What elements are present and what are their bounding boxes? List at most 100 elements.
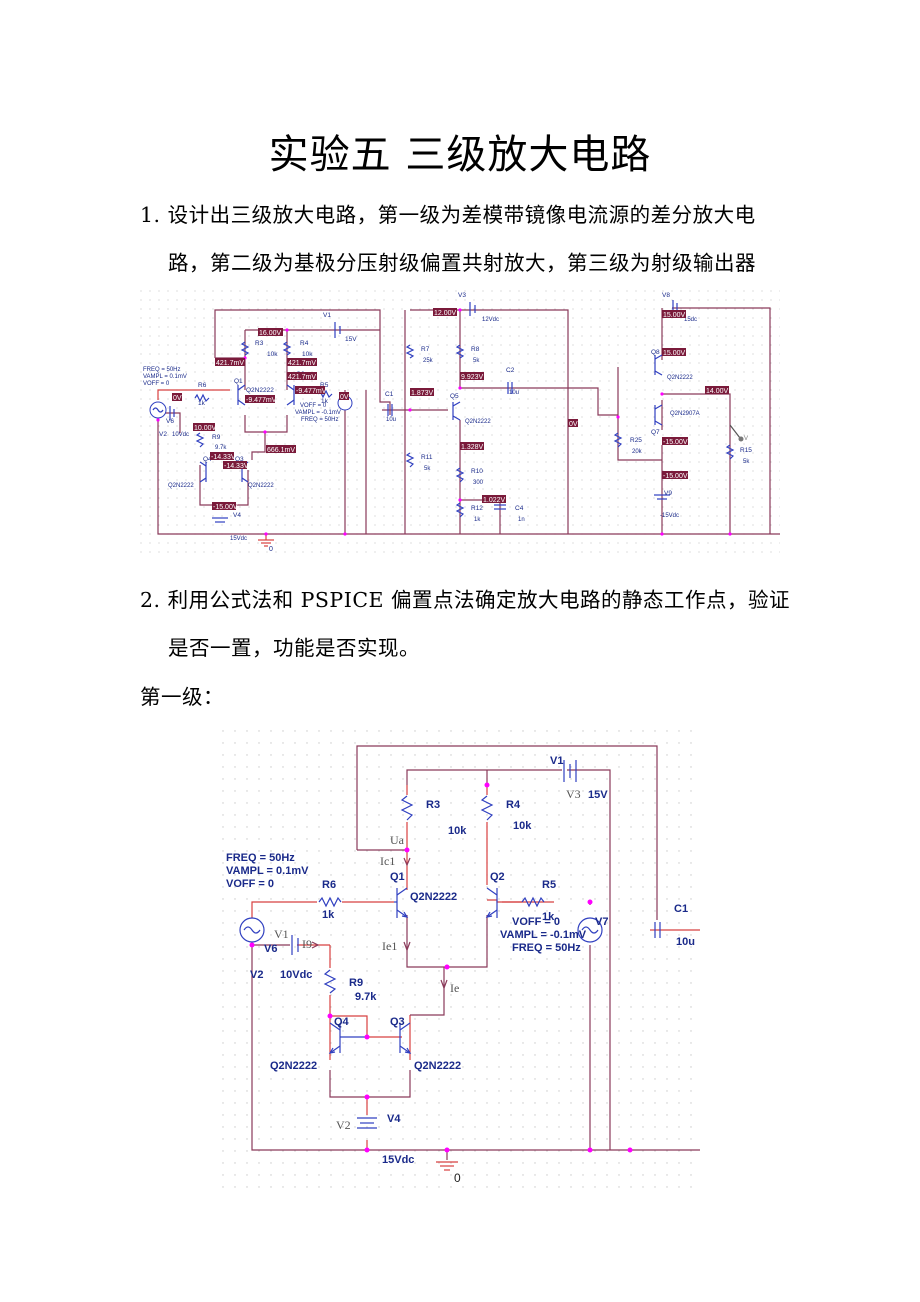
battery-v1 bbox=[563, 760, 577, 782]
label-c1: C1 bbox=[385, 391, 394, 398]
voltage-label: 421.7mV bbox=[215, 358, 245, 367]
capacitor-c1 bbox=[654, 922, 661, 938]
label-v3: V3 bbox=[566, 787, 581, 801]
voltage-label: -15.00V bbox=[662, 437, 688, 446]
svg-text:15.00V: 15.00V bbox=[663, 312, 686, 319]
resistor-r6 bbox=[318, 896, 342, 908]
voltage-label: 14.00V bbox=[705, 386, 729, 395]
src2-voff: VOFF = 0 bbox=[300, 403, 327, 409]
svg-text:1.022V: 1.022V bbox=[483, 497, 506, 504]
transistor-q7 bbox=[654, 404, 663, 426]
svg-text:-15.00V: -15.00V bbox=[663, 439, 688, 446]
src2-freq: FREQ = 50Hz bbox=[512, 942, 581, 954]
label-r9-val: 9.7k bbox=[215, 445, 227, 451]
label-r7-val: 25k bbox=[423, 358, 434, 364]
voltage-label: 10.00V bbox=[193, 423, 217, 432]
svg-text:421.7mV: 421.7mV bbox=[288, 360, 316, 367]
label-r4-val: 10k bbox=[302, 351, 313, 358]
label-r3-val: 10k bbox=[448, 825, 467, 837]
label-r15-val: 5k bbox=[743, 459, 750, 465]
label-c2-val: 10u bbox=[509, 390, 519, 396]
item2-line2: 是否一置，功能是否实现。 bbox=[168, 636, 420, 660]
svg-text:12.00V: 12.00V bbox=[434, 310, 457, 317]
schematic-full-circuit: V1 15V R3 10k R4 10k Q1 Q2N2222 Q2 R6 1k… bbox=[140, 290, 780, 555]
voltage-label: -15.00V bbox=[662, 471, 688, 480]
label-r10: R10 bbox=[471, 468, 483, 475]
resistor-r3 bbox=[240, 341, 250, 356]
label-ic1: Ic1 bbox=[380, 854, 395, 868]
label-v3-val: 12Vdc bbox=[482, 317, 499, 323]
label-r15: R15 bbox=[740, 447, 752, 454]
label-q1-model: Q2N2222 bbox=[410, 891, 457, 903]
section-label-stage1: 第一级： bbox=[140, 685, 224, 709]
ac-source-v2 bbox=[239, 917, 265, 943]
label-ua: Ua bbox=[390, 833, 405, 847]
src2-vampl: VAMPL = -0.1mV bbox=[500, 929, 587, 941]
battery-v3 bbox=[469, 302, 476, 316]
label-r7: R7 bbox=[421, 346, 430, 353]
schematic-stage1: V1 V3 15V R3 10k R4 10k Ua Ic1 Q1 Q2N222… bbox=[222, 730, 700, 1190]
label-v1: V1 bbox=[550, 755, 563, 767]
ground-symbol bbox=[436, 1161, 458, 1171]
capacitor-c1 bbox=[387, 404, 393, 416]
label-q7: Q7 bbox=[651, 429, 660, 436]
label-ie1: Ie1 bbox=[382, 939, 397, 953]
label-r10-val: 300 bbox=[473, 480, 484, 486]
src2-voff: VOFF = 0 bbox=[512, 916, 560, 928]
label-r9: R9 bbox=[349, 977, 363, 989]
battery-v9 bbox=[654, 494, 670, 500]
label-v2: V2 bbox=[159, 431, 167, 438]
resistor-r12 bbox=[455, 502, 465, 518]
resistor-r10 bbox=[455, 467, 465, 483]
label-r4-val: 10k bbox=[513, 820, 532, 832]
page-title: 实验五 三级放大电路 bbox=[268, 132, 652, 178]
resistor-r25 bbox=[613, 432, 623, 448]
src1-voff: VOFF = 0 bbox=[143, 381, 170, 387]
voltage-label: 421.7mV bbox=[287, 358, 317, 367]
svg-text:0V: 0V bbox=[173, 395, 182, 402]
label-r6-val: 1k bbox=[198, 400, 206, 407]
transistor-q1 bbox=[394, 887, 409, 918]
label-c1-val: 10u bbox=[676, 936, 695, 948]
arrow-ie1-icon bbox=[403, 941, 411, 952]
label-c1: C1 bbox=[674, 903, 688, 915]
arrow-ie-icon bbox=[440, 979, 448, 990]
label-q3-model: Q2N2222 bbox=[248, 483, 274, 489]
svg-text:-14.33V: -14.33V bbox=[211, 454, 236, 461]
battery-v4 bbox=[357, 1117, 377, 1129]
label-q2: Q2 bbox=[490, 871, 505, 883]
src1-vampl: VAMPL = 0.1mV bbox=[143, 374, 187, 380]
label-q4: Q4 bbox=[334, 1016, 350, 1028]
svg-text:-9.477mV: -9.477mV bbox=[246, 397, 277, 404]
voltage-label: 0V bbox=[339, 392, 349, 401]
voltage-probe-icon bbox=[729, 424, 744, 442]
svg-text:421.7mV: 421.7mV bbox=[288, 374, 316, 381]
label-q3: Q3 bbox=[235, 456, 244, 463]
label-ie: Ie bbox=[450, 981, 459, 995]
label-r3-val: 10k bbox=[267, 351, 278, 358]
label-v6: V6 bbox=[166, 418, 174, 425]
voltage-label: 15.00V bbox=[662, 348, 686, 357]
label-v3-val: 15V bbox=[588, 789, 608, 801]
item1-line1: 1. 设计出三级放大电路，第一级为差模带镜像电流源的差分放大电 bbox=[140, 203, 756, 227]
label-v6-val: 10Vdc bbox=[172, 432, 189, 438]
resistor-r9 bbox=[323, 969, 337, 994]
label-r8: R8 bbox=[471, 346, 480, 353]
voltage-label: -9.477mV bbox=[295, 386, 327, 395]
transistor-q3 bbox=[399, 1022, 412, 1054]
label-r6: R6 bbox=[198, 382, 207, 389]
label-r6-val: 1k bbox=[322, 909, 335, 921]
arrow-ic1-icon bbox=[403, 857, 411, 867]
transistor-q4 bbox=[328, 1022, 367, 1054]
label-v3: V3 bbox=[458, 292, 466, 299]
label-r11-val: 5k bbox=[424, 466, 431, 472]
resistor-r8 bbox=[455, 344, 465, 359]
src2-vampl: VAMPL = -0.1mV bbox=[295, 410, 341, 416]
voltage-label: 1.022V bbox=[482, 495, 506, 504]
transistor-q5 bbox=[452, 401, 461, 421]
voltage-label: 0V bbox=[172, 393, 182, 402]
label-q3-model: Q2N2222 bbox=[414, 1060, 461, 1072]
label-q5-model: Q2N2222 bbox=[465, 419, 491, 425]
item1-line2: 路，第二级为基极分压射级偏置共射放大，第三级为射级输出器 bbox=[168, 251, 756, 275]
voltage-label: -14.33V bbox=[210, 452, 236, 461]
